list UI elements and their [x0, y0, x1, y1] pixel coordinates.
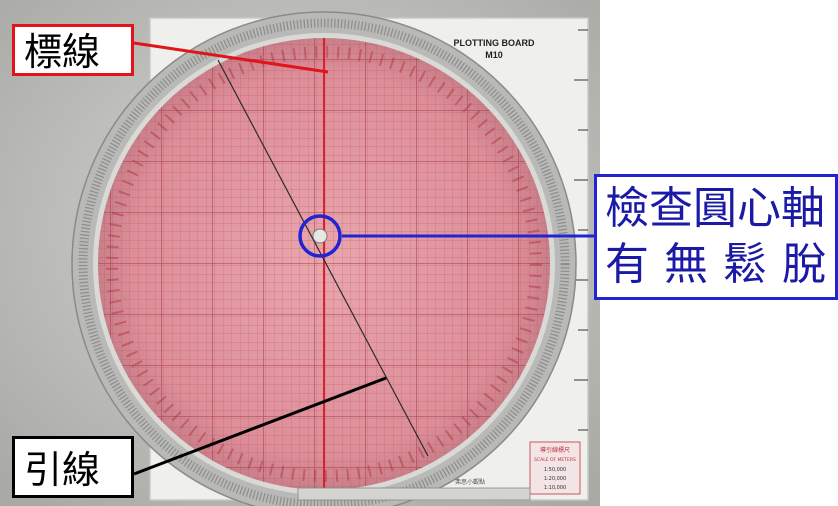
black-guide-line [217, 59, 429, 457]
scale-row-1: 1:50,000 [544, 467, 566, 473]
board-model: M10 [485, 50, 503, 60]
callout-guide-line: 引線 [12, 436, 134, 498]
callout-guide-line-text: 引線 [24, 448, 101, 492]
scale-table-header: SCALE OF METERS [534, 457, 576, 463]
callout-reference-line-text: 標線 [24, 30, 101, 74]
board-title: PLOTTING BOARD [454, 38, 535, 48]
scale-table-title: 導引線標尺 [540, 446, 570, 454]
scale-row-2: 1:20,000 [544, 476, 566, 482]
board-maker: 弗思小觀點 [455, 478, 485, 486]
plotting-board-photo: PLOTTING BOARD M10 導引線標尺 SCALE OF METERS… [0, 0, 600, 506]
callout-check-pivot-line1: 檢查圓心軸 [605, 183, 825, 234]
black-pointer-line [133, 376, 387, 476]
edge-ruler [574, 29, 588, 431]
callout-check-pivot: 檢查圓心軸 有無鬆脫 [594, 174, 838, 300]
red-pointer-line [133, 41, 329, 74]
blue-highlight-circle [298, 214, 342, 258]
scale-table: 導引線標尺 SCALE OF METERS 1:50,000 1:20,000 … [529, 441, 581, 495]
callout-check-pivot-line2: 有無鬆脫 [605, 239, 838, 290]
bottom-ruler [297, 487, 531, 501]
center-pivot [312, 228, 328, 244]
scale-row-3: 1:10,000 [544, 485, 566, 491]
callout-reference-line: 標線 [12, 24, 134, 76]
